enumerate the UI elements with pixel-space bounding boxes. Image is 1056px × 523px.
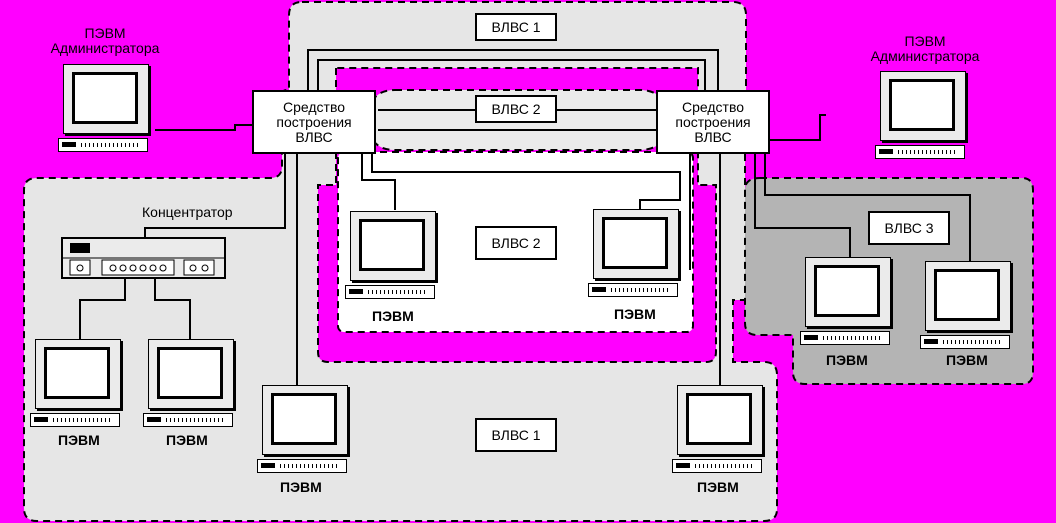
- vlan2-pc-right-label: ПЭВМ: [614, 306, 656, 322]
- switch-right-label: Средство построения ВЛВС: [675, 98, 751, 145]
- vlan1-pc-mid-right: [672, 385, 767, 475]
- switch-right: Средство построения ВЛВС: [656, 90, 770, 154]
- vlan3-pc-left: [800, 257, 895, 347]
- vlan2-zone-label: ВЛВС 2: [475, 226, 557, 260]
- hub-label: Концентратор: [142, 204, 233, 220]
- vlan1-pc-mid-right-label: ПЭВМ: [697, 479, 739, 495]
- hub-indicator: [70, 243, 90, 253]
- switch-left-label: Средство построения ВЛВС: [276, 98, 352, 145]
- vlan3-pc-left-label: ПЭВМ: [826, 352, 868, 368]
- vlan2-pc-left: [345, 211, 440, 301]
- vlan1-bottom-label-text: ВЛВС 1: [491, 426, 541, 443]
- vlan1-pc-mid-left-label: ПЭВМ: [280, 479, 322, 495]
- admin-pc-right: [875, 71, 970, 161]
- vlan3-zone-label-text: ВЛВС 3: [884, 219, 934, 236]
- vlan1-top-label-text: ВЛВС 1: [491, 18, 541, 35]
- hub: [61, 237, 226, 279]
- switch-left: Средство построения ВЛВС: [252, 90, 376, 154]
- vlan1-top-label: ВЛВС 1: [475, 13, 557, 41]
- vlan2-band-label: ВЛВС 2: [475, 95, 557, 123]
- vlan1-pc-mid-left: [257, 385, 352, 475]
- hub-port-icons: [109, 264, 167, 272]
- vlan2-band-label-text: ВЛВС 2: [491, 100, 541, 117]
- vlan1-bottom-label: ВЛВС 1: [475, 418, 557, 452]
- admin-pc-left: [58, 64, 153, 154]
- hub-pc-right: [143, 339, 238, 429]
- vlan3-zone-label: ВЛВС 3: [868, 211, 950, 245]
- admin-pc-left-label: ПЭВМ Администратора: [50, 25, 160, 56]
- admin-pc-right-label: ПЭВМ Администратора: [870, 33, 980, 64]
- vlan2-pc-right: [588, 209, 683, 299]
- hub-pc-left: [30, 339, 125, 429]
- vlan2-pc-left-label: ПЭВМ: [372, 308, 414, 324]
- vlan3-pc-right: [920, 261, 1015, 351]
- vlan2-zone-label-text: ВЛВС 2: [491, 234, 541, 251]
- vlan3-pc-right-label: ПЭВМ: [946, 352, 988, 368]
- hub-pc-right-label: ПЭВМ: [166, 432, 208, 448]
- hub-pc-left-label: ПЭВМ: [58, 432, 100, 448]
